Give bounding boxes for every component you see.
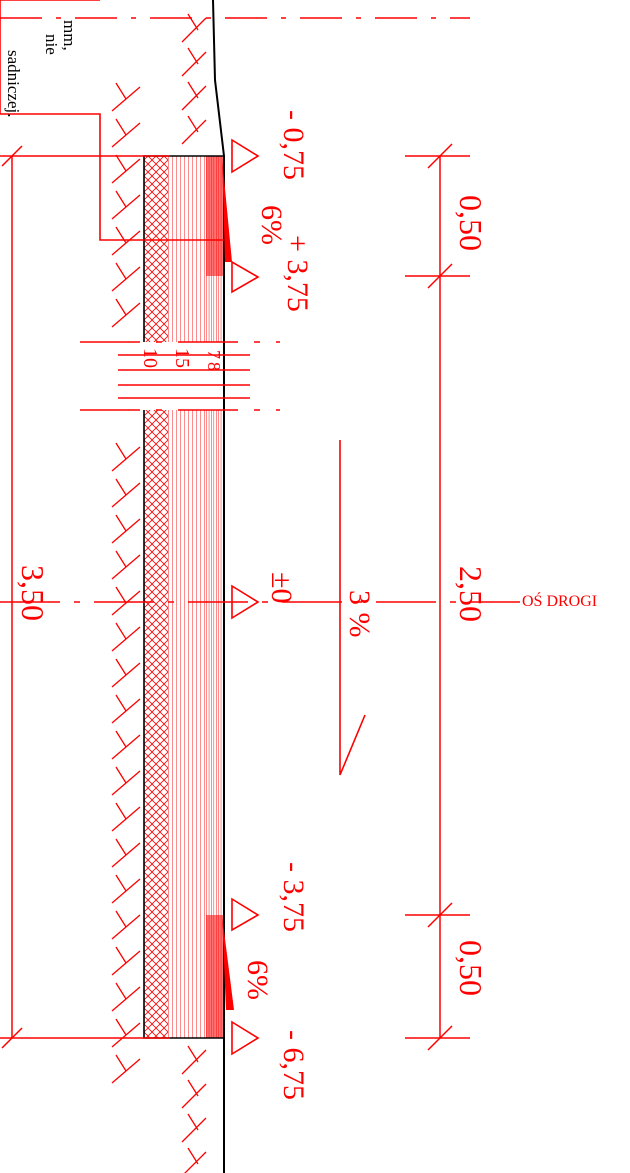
terrain-hatch-mark (181, 1079, 207, 1109)
layer-thickness-leaders (118, 354, 250, 399)
dimension-tick (1, 145, 23, 167)
dimension-label-total: 3,50 (15, 565, 51, 621)
ground-hatch-mark (111, 550, 141, 580)
pavement-layers (143, 155, 224, 1039)
ground-hatch-mark (111, 766, 141, 796)
elevation-label-bottom-left: - 3,75 (277, 862, 310, 932)
dimension-tick (427, 1025, 453, 1051)
layer-thickness-label: 15 (171, 348, 193, 368)
dimension-tick (427, 902, 453, 928)
dimension-tick (427, 263, 453, 289)
ground-hatch-mark (111, 802, 141, 832)
ground-hatch-mark (111, 874, 141, 904)
ground-hatch-mark (111, 262, 141, 292)
elevation-marker-icon (231, 584, 260, 620)
dimension-label-carriageway: 2,50 (453, 566, 489, 622)
shoulder-slope-bottom (222, 915, 234, 1010)
ground-hatch-mark (111, 118, 141, 148)
elevation-label-top-right: + 3,75 (281, 235, 314, 312)
ground-hatching (111, 82, 141, 1084)
shoulder-slope-top (222, 157, 232, 262)
ground-hatch-mark (111, 1054, 141, 1084)
elevation-marker-icon (231, 897, 260, 932)
subbase-layer (144, 410, 168, 1038)
shoulder-fill (206, 156, 223, 276)
ground-hatch-mark (111, 514, 141, 544)
elevation-marker-icon (231, 260, 260, 294)
layer-thickness-label: 8 (204, 362, 224, 371)
ground-hatch-mark (111, 838, 141, 868)
note-text-line: sadniczej. (4, 50, 23, 118)
ground-hatch-mark (111, 622, 141, 652)
ground-hatch-mark (111, 154, 141, 184)
ground-hatch-mark (111, 982, 141, 1012)
elevation-label-bottom-right: - 6,75 (277, 1030, 310, 1100)
slope-label-top: 6% (255, 205, 288, 245)
ground-hatch-mark (111, 190, 141, 220)
terrain-hatch-mark (181, 47, 207, 77)
slope-label-bottom: 6% (241, 960, 274, 1000)
ground-hatch-mark (111, 298, 141, 328)
ground-hatch-mark (111, 910, 141, 940)
ground-hatch-mark (111, 1018, 141, 1048)
elevation-label-center: ±0 (265, 572, 298, 603)
terrain-hatch-mark (181, 1113, 207, 1143)
dimension-label-bottom-shoulder: 0,50 (453, 940, 489, 996)
layer-thickness-label: 10 (139, 348, 161, 368)
terrain-hatch-mark (181, 115, 207, 145)
base-layer (168, 156, 206, 342)
road-axis-label: OŚ DROGI (522, 591, 597, 610)
ground-hatch-mark (111, 442, 141, 472)
ground-hatch-mark (111, 82, 141, 112)
terrain-hatch-mark (181, 13, 207, 43)
note-text-line: nie (42, 34, 61, 55)
note-box-border (0, 0, 224, 241)
elevation-label-top-left: - 0,75 (277, 110, 310, 180)
slope-label-carriageway: 3 % (343, 590, 376, 638)
elevation-marker-icon (231, 138, 260, 174)
ground-hatch-mark (111, 478, 141, 508)
shoulder-fill (206, 915, 223, 1038)
dimension-tick (427, 143, 453, 169)
terrain-surface-line (212, 0, 225, 1173)
ground-hatch-mark (111, 226, 141, 256)
subbase-layer (144, 156, 168, 342)
elevation-marker-icon (231, 1020, 260, 1056)
ground-hatch-mark (111, 658, 141, 688)
wearing-layer (216, 410, 223, 1038)
base-layer (168, 410, 206, 1038)
terrain-hatching (181, 13, 207, 1173)
note-text-line: mm, (60, 20, 79, 51)
dimension-tick (1, 1027, 23, 1049)
ground-hatch-mark (111, 946, 141, 976)
dimension-label-top-shoulder: 0,50 (453, 195, 489, 251)
terrain-hatch-mark (184, 1147, 207, 1173)
ground-hatch-mark (111, 694, 141, 724)
terrain-hatch-mark (181, 1045, 207, 1075)
ground-hatch-mark (111, 586, 141, 616)
binder-layer (206, 410, 216, 1038)
layer-thickness-label: 7 (204, 350, 224, 359)
ground-hatch-mark (111, 730, 141, 760)
carriageway-slope-arrow (339, 440, 366, 776)
terrain-hatch-mark (181, 81, 207, 111)
